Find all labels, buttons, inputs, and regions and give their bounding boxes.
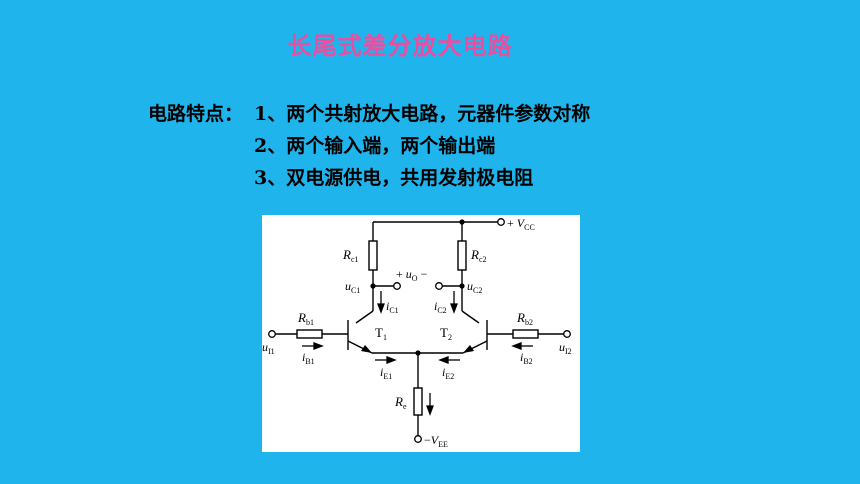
circuit-svg: + VCC Rc1 Rc2 + uO − uC1 uC2 iC1 iC2 Rb1… (262, 216, 572, 449)
wires (275, 221, 564, 436)
feature-row-2: 2、两个输入端，两个输出端 (148, 130, 590, 162)
label-rc1: Rc1 (342, 247, 359, 264)
label-rb2: Rb2 (516, 310, 533, 327)
label-vee: −VEE (424, 433, 448, 449)
resistor-re (413, 387, 423, 416)
label-rb1: Rb1 (297, 310, 314, 327)
label-ui2: uI2 (559, 340, 572, 356)
emitter-arrows (361, 345, 474, 353)
junction-dots (370, 219, 465, 356)
label-uc2: uC2 (467, 279, 482, 295)
label-rc2: Rc2 (470, 247, 487, 264)
resistor-rb2 (512, 329, 539, 339)
label-uo: + uO − (396, 267, 428, 283)
feature-row-1: 电路特点： 1、两个共射放大电路，元器件参数对称 (148, 98, 590, 130)
resistor-rc1 (368, 240, 378, 271)
label-ie1: iE1 (380, 365, 392, 381)
terminal-uo-left (393, 282, 401, 290)
resistor-rb1 (296, 329, 323, 339)
label-ib2: iB2 (520, 350, 533, 366)
terminal-vee (414, 435, 422, 443)
terminal-ui2 (563, 330, 571, 338)
label-vcc: + VCC (507, 216, 535, 232)
terminals (268, 218, 571, 443)
label-ui1: uI1 (262, 340, 275, 356)
terminal-ui1 (268, 330, 276, 338)
slide-title: 长尾式差分放大电路 (287, 31, 513, 60)
feature-item: 2、两个输入端，两个输出端 (254, 135, 496, 157)
resistor-rc2 (457, 240, 467, 271)
label-ic1: iC1 (386, 299, 399, 315)
terminal-uo-right (435, 282, 443, 290)
label-t2: T2 (440, 325, 452, 342)
label-re: Re (394, 394, 407, 411)
label-ie2: iE2 (442, 365, 454, 381)
terminal-vcc (497, 218, 505, 226)
feature-row-3: 3、双电源供电，共用发射极电阻 (148, 162, 590, 194)
feature-item: 3、双电源供电，共用发射极电阻 (254, 167, 534, 189)
label-t1: T1 (375, 325, 387, 342)
feature-item: 1、两个共射放大电路，元器件参数对称 (254, 103, 591, 125)
label-ic2: iC2 (434, 299, 447, 315)
circuit-diagram: + VCC Rc1 Rc2 + uO − uC1 uC2 iC1 iC2 Rb1… (262, 215, 580, 452)
label-ib1: iB1 (302, 350, 315, 366)
label-uc1: uC1 (345, 279, 360, 295)
features-label: 电路特点： (148, 103, 244, 125)
circuit-features: 电路特点： 1、两个共射放大电路，元器件参数对称 2、两个输入端，两个输出端 3、… (148, 98, 590, 194)
current-arrows (302, 291, 533, 416)
